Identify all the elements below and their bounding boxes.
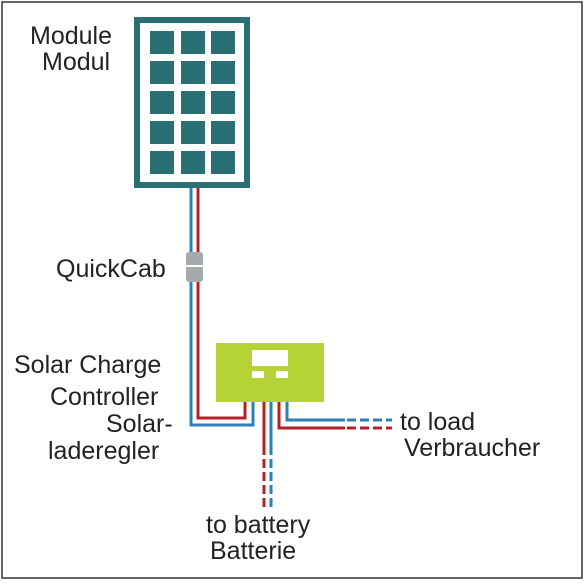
controller-display [252, 350, 288, 366]
module-positive-wire [196, 188, 247, 420]
controller-label-de-line2: laderegler [48, 437, 159, 465]
controller-label-de-line1: Solar- [106, 410, 173, 438]
module-label-de: Modul [42, 48, 110, 76]
diagram-border [1, 1, 583, 579]
module-cable [189, 188, 255, 427]
load-cable [277, 402, 392, 430]
load-negative-wire [285, 402, 345, 422]
module-label-en: Module [30, 22, 112, 50]
controller-led-left [252, 371, 264, 378]
battery-cable [262, 402, 273, 508]
battery-label-en: to battery [206, 511, 311, 539]
load-label-de: Verbraucher [404, 434, 540, 462]
solar-module [134, 17, 250, 188]
load-positive-wire [277, 402, 345, 430]
quickcab-connector [186, 252, 203, 282]
controller-label-line2: Controller [50, 383, 158, 411]
controller-label-line1: Solar Charge [14, 351, 161, 379]
quickcab-label: QuickCab [56, 255, 166, 283]
battery-label-de: Batterie [210, 537, 296, 565]
module-negative-wire [189, 188, 255, 427]
controller-led-right [276, 371, 288, 378]
load-label-en: to load [400, 408, 475, 436]
charge-controller [216, 343, 324, 402]
